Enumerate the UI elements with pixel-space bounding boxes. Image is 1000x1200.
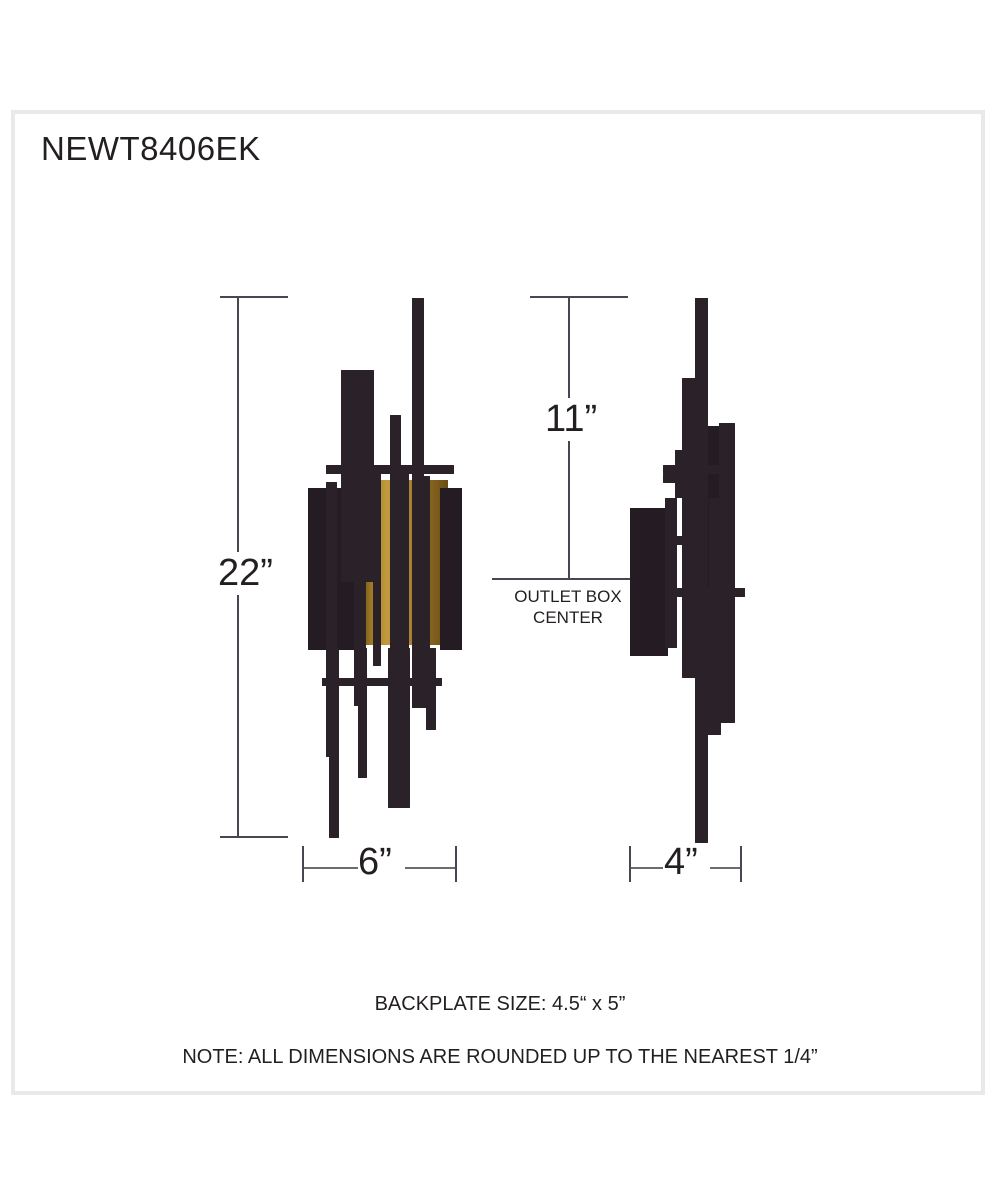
front-bar-through-4 xyxy=(422,476,430,708)
front-cross-rail-lower xyxy=(322,678,442,686)
side-cross-rail-tab xyxy=(663,474,680,483)
front-bar-drop-3 xyxy=(388,648,410,808)
front-width-left-line xyxy=(304,867,358,869)
front-bar-through-3 xyxy=(400,472,409,732)
outlet-caption-line-2: CENTER xyxy=(533,608,603,627)
front-bar-tall-right xyxy=(412,298,424,708)
front-width-label: 6” xyxy=(358,841,392,883)
side-cross-rail-upper xyxy=(663,465,735,474)
side-bar-drop-2 xyxy=(721,595,731,695)
front-bar-through-1 xyxy=(354,470,366,706)
front-width-right-line xyxy=(405,867,455,869)
height-dim-top-tick xyxy=(220,296,288,298)
outlet-caption-line-1: OUTLET BOX xyxy=(514,587,622,606)
front-bar-drop-4 xyxy=(426,648,436,730)
side-bar-tall-center xyxy=(695,298,708,843)
front-bar-drop-2 xyxy=(358,648,367,778)
side-width-right-line xyxy=(710,867,740,869)
front-bar-left-slim xyxy=(326,482,337,757)
outlet-dim-bottom-tick xyxy=(492,578,644,580)
rounding-note: NOTE: ALL DIMENSIONS ARE ROUNDED UP TO T… xyxy=(182,1046,818,1068)
side-bar-second xyxy=(682,378,696,678)
outlet-dim-top-tick xyxy=(530,296,628,298)
front-width-left-tick xyxy=(302,846,304,882)
outlet-dim-label: 11” xyxy=(540,398,603,441)
page-title: NEWT8406EK xyxy=(41,130,261,167)
side-view-fixture xyxy=(625,290,755,850)
side-width-right-tick xyxy=(740,846,742,882)
side-bar-mid-left xyxy=(665,498,677,648)
front-right-body xyxy=(440,488,462,650)
front-width-right-tick xyxy=(455,846,457,882)
backplate-size-note: BACKPLATE SIZE: 4.5“ x 5” xyxy=(374,993,626,1015)
side-width-left-line xyxy=(631,867,663,869)
side-bar-drop-1 xyxy=(704,595,721,735)
height-dim-bottom-tick xyxy=(220,836,288,838)
side-cross-rail-lower xyxy=(677,588,745,597)
side-width-label: 4” xyxy=(664,841,698,883)
front-view-fixture xyxy=(300,290,462,850)
height-dim-label: 22” xyxy=(214,552,277,595)
front-bar-drop-1 xyxy=(329,648,339,838)
side-cross-rail-middle xyxy=(669,536,701,545)
front-cross-rail-upper xyxy=(326,465,454,474)
front-bar-through-2 xyxy=(373,470,381,666)
side-backplate xyxy=(630,508,668,656)
side-width-left-tick xyxy=(629,846,631,882)
front-bar-mid-right xyxy=(390,415,401,705)
spec-sheet-border xyxy=(11,110,985,1095)
